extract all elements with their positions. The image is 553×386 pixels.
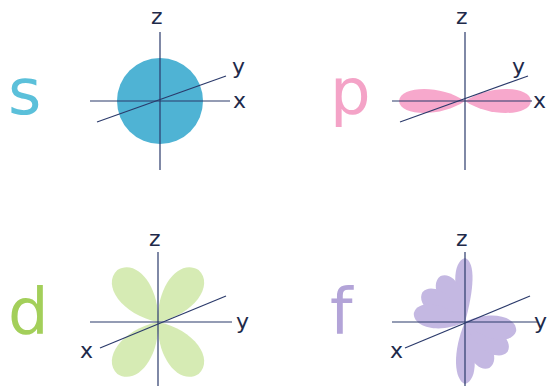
axis-label: y (236, 311, 249, 333)
orbital-letter: p (330, 60, 371, 124)
axis-label: x (390, 340, 403, 362)
orbital-letter: s (8, 60, 41, 124)
f-orbital (392, 252, 538, 386)
d-orbital (90, 252, 232, 386)
orbital-letter: f (330, 280, 353, 344)
axis-label: x (533, 90, 546, 112)
orbital-letter: d (8, 280, 49, 344)
axis-label: z (456, 228, 468, 250)
axis-label: z (149, 228, 161, 250)
axis-label: x (233, 90, 246, 112)
axis-label: y (534, 311, 547, 333)
s-orbital (90, 32, 230, 170)
p-orbital (392, 32, 532, 170)
axis-label: y (232, 56, 245, 78)
axis-label: y (512, 56, 525, 78)
axis-label: z (151, 6, 163, 28)
axis-label: x (80, 340, 93, 362)
axis-label: z (456, 6, 468, 28)
